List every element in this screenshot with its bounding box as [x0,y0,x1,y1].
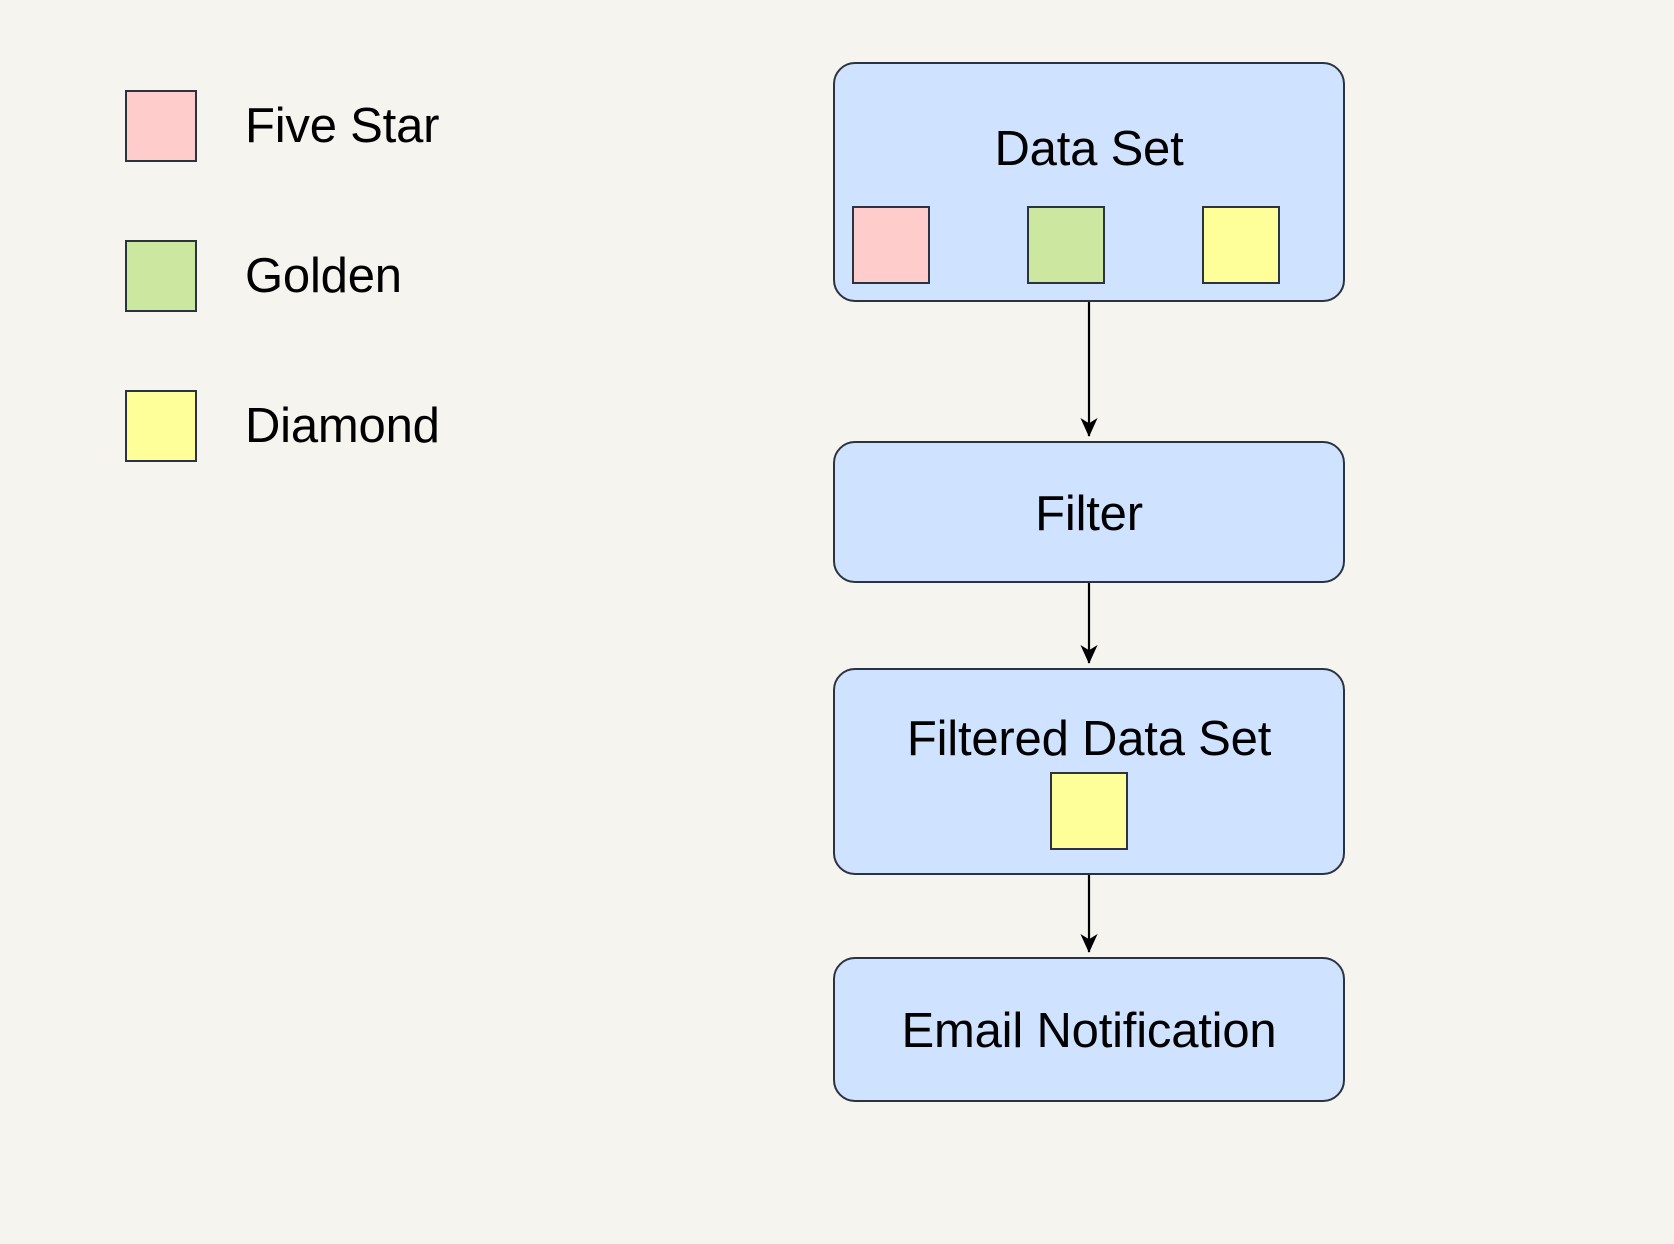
node-data-set-title: Data Set [994,122,1184,176]
chip-golden [1027,206,1105,284]
chip-diamond [1050,772,1128,850]
chip-diamond [1202,206,1280,284]
legend-item-five-star: Five Star [125,90,439,162]
golden-swatch [125,240,197,312]
legend-item-golden: Golden [125,240,402,312]
node-email-notification[interactable]: Email Notification [833,957,1345,1102]
data-set-chip-row [835,206,1343,284]
node-filter[interactable]: Filter [833,441,1345,583]
chip-five-star [852,206,930,284]
node-email-notification-title: Email Notification [901,1004,1277,1058]
node-filter-title: Filter [1035,487,1143,541]
legend-item-diamond: Diamond [125,390,440,462]
five-star-swatch [125,90,197,162]
node-filtered-data-set[interactable]: Filtered Data Set [833,668,1345,875]
node-data-set[interactable]: Data Set [833,62,1345,302]
node-filtered-data-set-title: Filtered Data Set [906,712,1272,766]
diamond-swatch [125,390,197,462]
legend-label-golden: Golden [245,248,402,303]
legend-label-five-star: Five Star [245,98,440,153]
legend: Five Star Golden Diamond [0,0,600,500]
legend-label-diamond: Diamond [245,398,440,453]
